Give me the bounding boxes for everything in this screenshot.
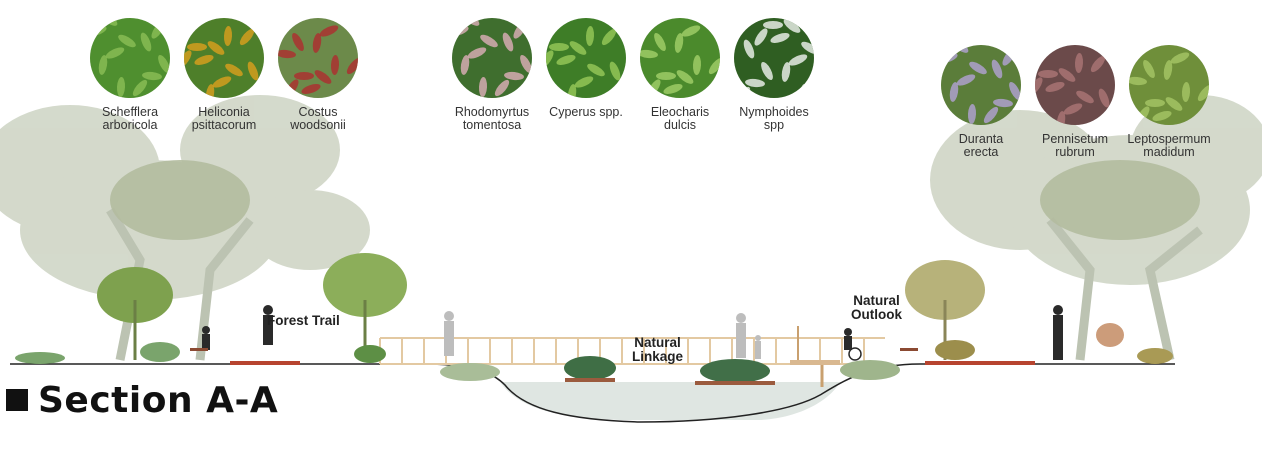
plant-name: Cyperus spp. bbox=[549, 105, 623, 119]
plant-name: Duranta erecta bbox=[958, 132, 1004, 159]
plant-photo bbox=[1129, 45, 1209, 125]
outlook-path bbox=[925, 361, 1035, 365]
plant-card: Rhodomyrtus tomentosa bbox=[442, 18, 542, 132]
plant-name: Costus woodsonii bbox=[290, 105, 346, 132]
forest-path bbox=[230, 361, 300, 365]
bench-right bbox=[900, 348, 918, 351]
natural-linkage-label: Natural Linkage bbox=[632, 335, 684, 364]
plant-photo bbox=[734, 18, 814, 98]
mid-trees bbox=[110, 160, 1200, 240]
natural-outlook-label: Natural Outlook bbox=[851, 293, 902, 322]
plant-card: Costus woodsonii bbox=[268, 18, 368, 132]
plant-photo bbox=[452, 18, 532, 98]
plant-card: Heliconia psittacorum bbox=[174, 18, 274, 132]
plant-photo bbox=[184, 18, 264, 98]
plant-name: Nymphoides spp bbox=[739, 105, 809, 132]
plant-name: Pennisetum rubrum bbox=[1041, 132, 1108, 159]
section-title: Section A-A bbox=[6, 378, 278, 422]
plant-photo bbox=[546, 18, 626, 98]
plant-card: Cyperus spp. bbox=[536, 18, 636, 119]
plant-card: Leptospermum madidum bbox=[1119, 45, 1219, 159]
faded-people bbox=[444, 311, 761, 359]
section-title-text: Section A-A bbox=[38, 379, 279, 421]
plant-photo bbox=[278, 18, 358, 98]
plant-card: Nymphoides spp bbox=[724, 18, 824, 132]
plant-name: Rhodomyrtus tomentosa bbox=[454, 105, 530, 132]
bench-left bbox=[190, 348, 208, 351]
plant-photo bbox=[640, 18, 720, 98]
forest-trail-label: Forest Trail bbox=[267, 313, 340, 328]
outlook-deck bbox=[790, 360, 840, 365]
plant-name: Leptospermum madidum bbox=[1127, 132, 1211, 159]
plant-photo bbox=[941, 45, 1021, 125]
people-silhouettes bbox=[202, 305, 1063, 361]
foreground-trees bbox=[97, 253, 1124, 360]
plant-card: Eleocharis dulcis bbox=[630, 18, 730, 132]
plant-name: Eleocharis dulcis bbox=[650, 105, 710, 132]
title-square-icon bbox=[6, 389, 28, 411]
plant-card: Duranta erecta bbox=[931, 45, 1031, 159]
plant-card: Schefflera arboricola bbox=[80, 18, 180, 132]
water-basin bbox=[500, 382, 840, 420]
plant-card: Pennisetum rubrum bbox=[1025, 45, 1125, 159]
plant-name: Schefflera arboricola bbox=[101, 105, 159, 132]
plant-photo bbox=[1035, 45, 1115, 125]
plant-photo bbox=[90, 18, 170, 98]
wetland-plants bbox=[15, 340, 1173, 385]
plant-name: Heliconia psittacorum bbox=[191, 105, 257, 132]
